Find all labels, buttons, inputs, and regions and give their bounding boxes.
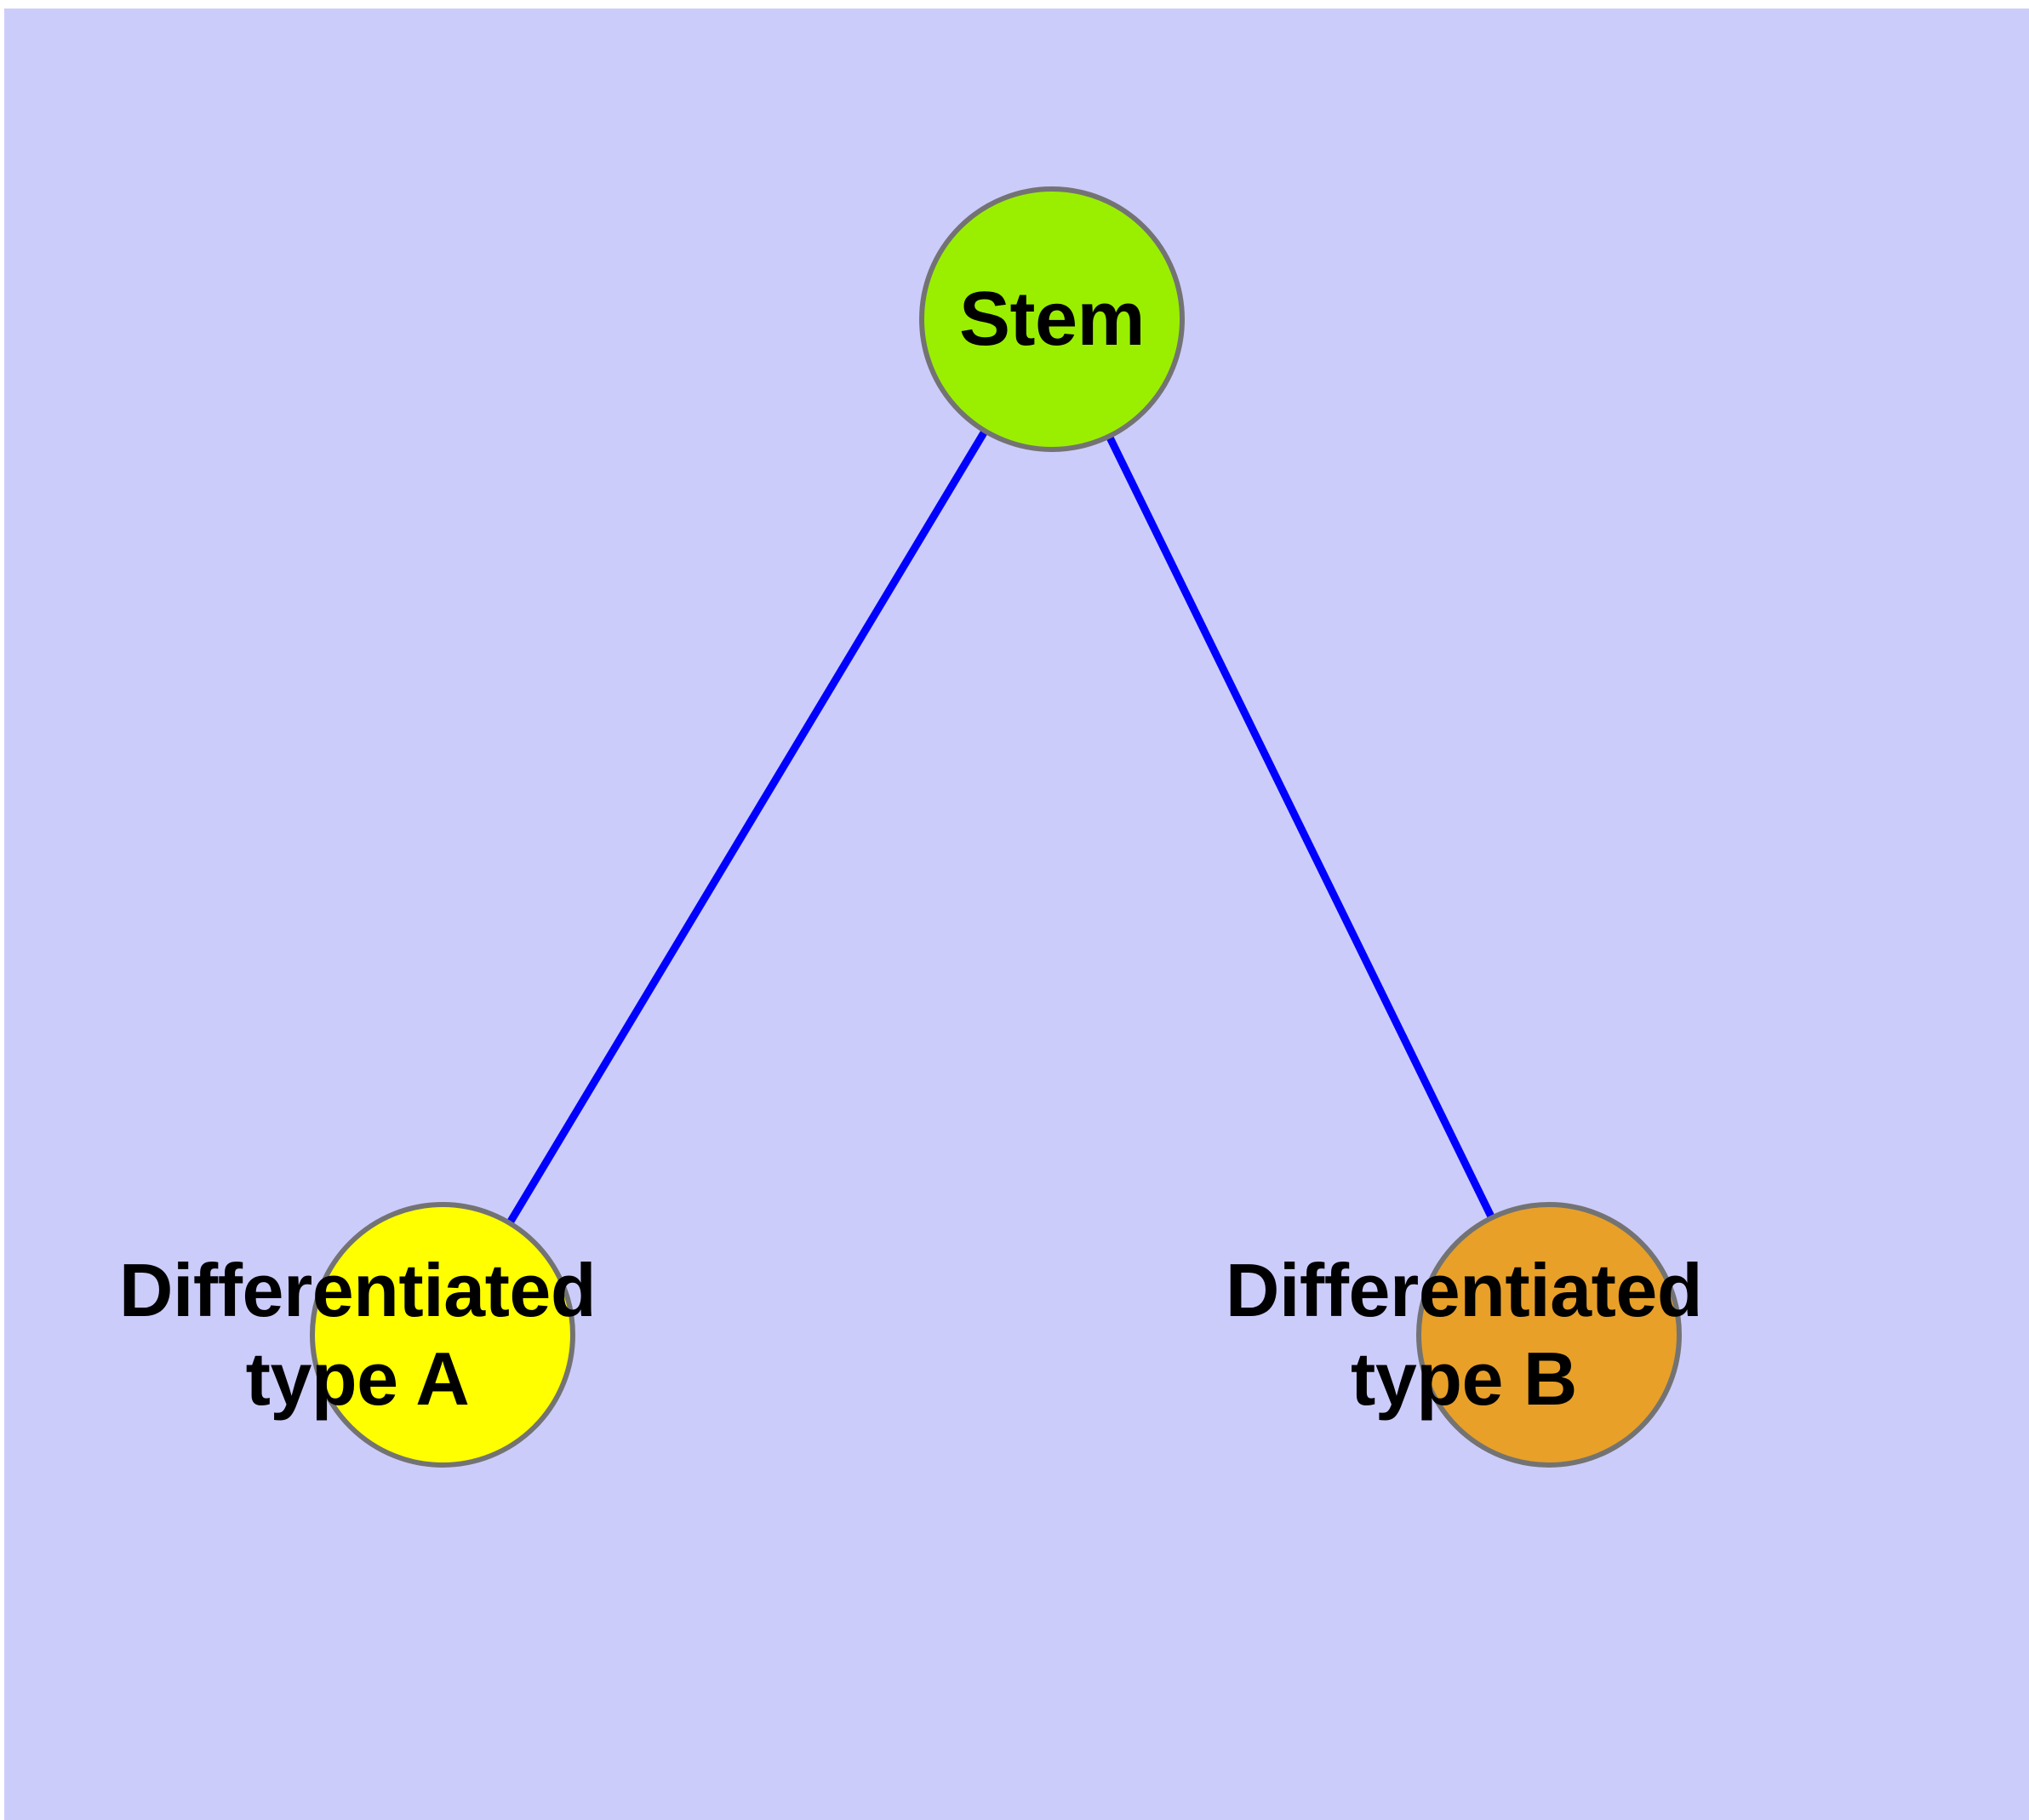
edge-stem-to-differentiated-type-a[interactable]: [439, 317, 1055, 1337]
node-circle-differentiated-type-b[interactable]: [1416, 1202, 1682, 1468]
edge-stem-to-differentiated-type-b[interactable]: [1048, 318, 1553, 1336]
node-layer: [310, 186, 1682, 1468]
edge-layer: [439, 317, 1553, 1337]
node-circle-differentiated-type-a[interactable]: [310, 1202, 575, 1468]
node-circle-stem[interactable]: [919, 186, 1185, 452]
